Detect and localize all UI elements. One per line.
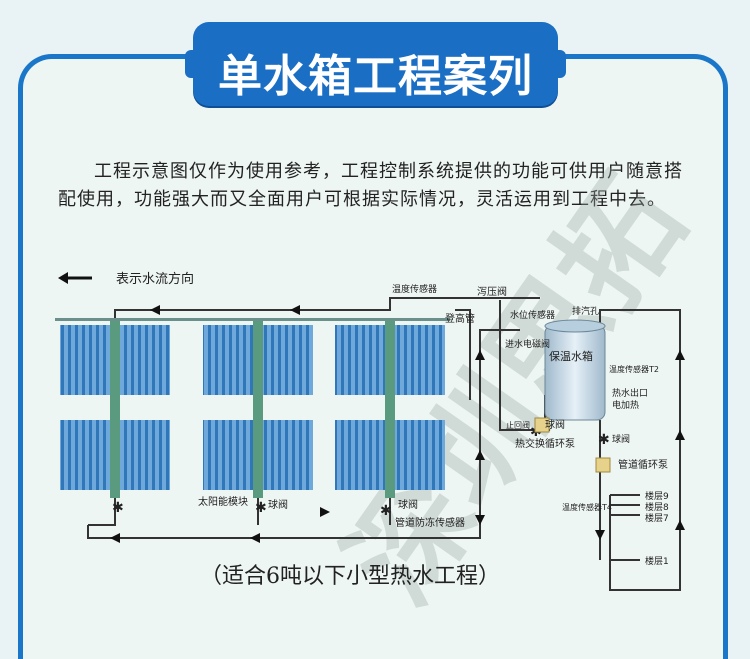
tank-label: 保温水箱 (549, 349, 593, 363)
label-floor9: 楼层9 (645, 490, 669, 502)
flow-arrows (110, 305, 685, 543)
description-text: 工程示意图仅作为使用参考，工程控制系统提供的功能可供用户随意搭配使用，功能强大而… (58, 161, 683, 210)
label-stop-valve: 止回阀 (506, 420, 530, 430)
svg-text:✱: ✱ (380, 503, 392, 519)
label-temp-sensor-t4: 温度传感器T4 (562, 502, 612, 512)
flow-legend-label: 表示水流方向 (116, 271, 194, 287)
description: 工程示意图仅作为使用参考，工程控制系统提供的功能可供用户随意搭配使用，功能强大而… (58, 158, 688, 214)
label-ball-valve-mid: 球阀 (398, 498, 418, 511)
label-floor7: 楼层7 (645, 512, 669, 524)
page-title: 单水箱工程案列 (218, 51, 533, 102)
label-solar-module: 太阳能模块 (198, 495, 248, 508)
svg-text:✱: ✱ (112, 500, 124, 516)
caption: （适合6吨以下小型热水工程） (200, 564, 500, 589)
label-floor8: 楼层8 (645, 501, 669, 513)
label-temp-sensor-t2: 温度传感器T2 (609, 364, 659, 374)
label-ball-valve-right: 球阀 (612, 433, 630, 445)
label-ball-valve: 球阀 (545, 418, 565, 431)
insulated-water-tank (544, 319, 606, 421)
svg-text:✱: ✱ (255, 500, 267, 516)
label-hot-outlet: 热水出口 (612, 387, 648, 399)
system-diagram: 深圳思拓 表示水流方向 (55, 155, 711, 613)
label-floor1: 楼层1 (645, 555, 669, 567)
label-climb-pipe: 登高管 (445, 312, 475, 325)
label-pipe-pump: 管道循环泵 (618, 458, 668, 471)
label-exhaust: 排汽孔 (572, 305, 599, 317)
label-heat-exchange-pump: 热交换循环泵 (515, 437, 575, 450)
svg-text:✱: ✱ (598, 432, 610, 448)
solar-panel-array (55, 318, 450, 498)
label-electric-heater: 电加热 (612, 399, 639, 411)
label-ball-valve-bottom: 球阀 (268, 498, 288, 511)
label-water-level-sensor: 水位传感器 (510, 309, 555, 321)
title-banner: 单水箱工程案列 (185, 22, 566, 106)
label-temp-sensor-top: 温度传感器 (392, 283, 437, 295)
label-inlet-valve: 进水电磁阀 (505, 338, 550, 350)
flow-legend-arrow (58, 272, 92, 284)
pipe-pump-icon (595, 457, 611, 473)
heat-exchange-pump-icon (534, 417, 550, 433)
label-relief-valve: 泻压阀 (477, 285, 507, 298)
label-antifreeze-sensor: 管道防冻传感器 (395, 516, 465, 529)
